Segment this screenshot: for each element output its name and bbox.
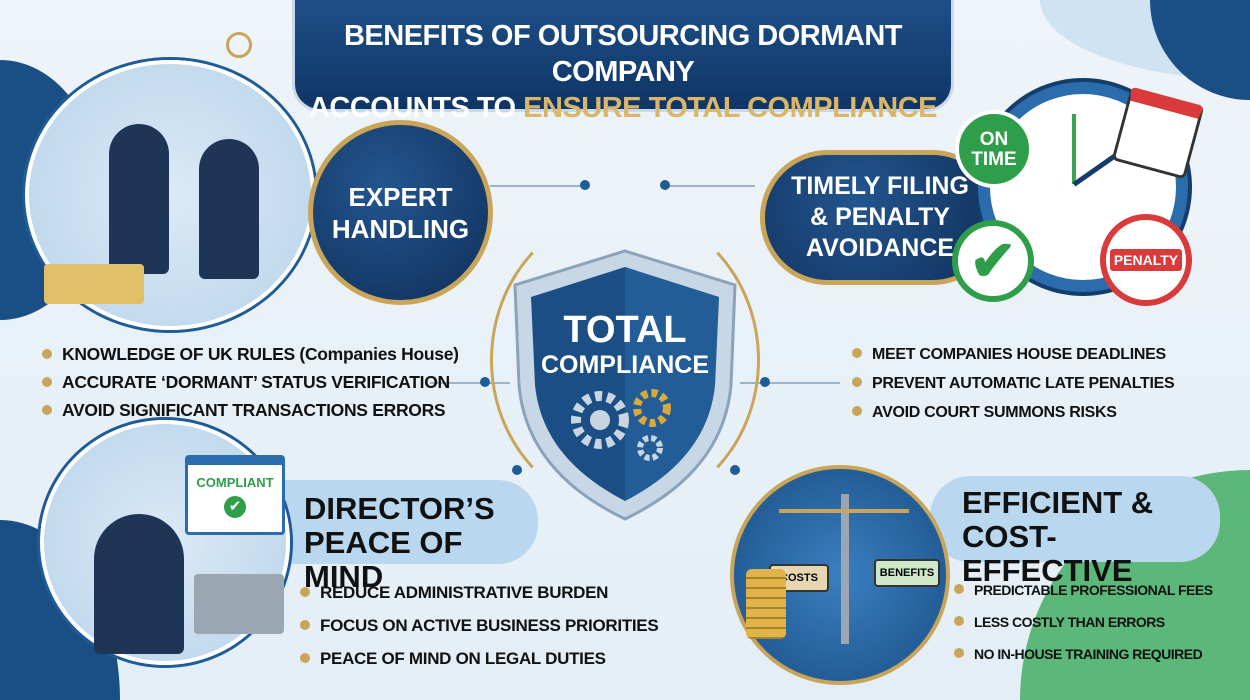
connector-node [760,377,770,387]
bullet-item: PEACE OF MIND ON LEGAL DUTIES [300,642,720,675]
gears-icon [571,389,671,461]
checkmark-icon: ✔ [224,496,246,518]
connector [490,185,585,187]
director-heading-pill: DIRECTOR’S PEACE OF MIND [268,480,538,594]
on-time-label: ON TIME [971,129,1017,170]
title-line2: ACCOUNTS TO ENSURE TOTAL COMPLIANCE [295,90,951,126]
efficient-bullets: PREDICTABLE PROFESSIONAL FEES LESS COSTL… [954,574,1246,670]
title-line1: BENEFITS OF OUTSOURCING DORMANT COMPANY [343,20,903,88]
checkmark-icon: ✔ [952,220,1034,302]
timely-heading-pill: TIMELY FILING & PENALTY AVOIDANCE [760,150,1000,285]
bullet-item: PREVENT AUTOMATIC LATE PENALTIES [852,369,1244,398]
bullet-item: FOCUS ON ACTIVE BUSINESS PRIORITIES [300,609,720,642]
connector-node [480,377,490,387]
bullet-item: NO IN-HOUSE TRAINING REQUIRED [954,638,1246,670]
penalty-label: PENALTY [1109,249,1183,271]
bullet-item: KNOWLEDGE OF UK RULES (Companies House) [42,340,482,368]
timely-bullets: MEET COMPANIES HOUSE DEADLINES PREVENT A… [852,340,1244,427]
connector-node [512,465,522,475]
compliant-label: COMPLIANT [196,475,274,490]
scale-illustration: COSTS BENEFITS [730,465,950,685]
connector-node [730,465,740,475]
bullet-item: REDUCE ADMINISTRATIVE BURDEN [300,576,720,609]
connector-node [660,180,670,190]
compliant-screen: COMPLIANT ✔ [185,455,285,535]
orbit-arc [490,210,760,510]
center-label-line2: COMPLIANCE [540,351,710,379]
efficient-heading-pill: EFFICIENT & COST-EFFECTIVE [930,476,1220,588]
efficient-heading-line1: EFFICIENT & [962,485,1154,520]
bullet-item: MEET COMPANIES HOUSE DEADLINES [852,340,1244,369]
benefits-label: BENEFITS [874,559,940,587]
connector-node [580,180,590,190]
expert-bullets: KNOWLEDGE OF UK RULES (Companies House) … [42,340,482,424]
center-label: TOTAL COMPLIANCE [505,310,745,380]
director-bullets: REDUCE ADMINISTRATIVE BURDEN FOCUS ON AC… [300,576,720,675]
penalty-badge: PENALTY [1100,214,1192,306]
background-blob [1150,0,1250,100]
bullet-item: ACCURATE ‘DORMANT’ STATUS VERIFICATION [42,368,482,396]
expert-heading: EXPERT HANDLING [331,181,470,244]
coins-icon [746,569,786,639]
title-line2-prefix: ACCOUNTS TO [308,92,524,124]
title-banner: BENEFITS OF OUTSOURCING DORMANT COMPANY … [292,0,954,124]
expert-handling-badge: EXPERT HANDLING [308,120,493,305]
bullet-item: LESS COSTLY THAN ERRORS [954,606,1246,638]
bullet-item: AVOID SIGNIFICANT TRANSACTIONS ERRORS [42,396,482,424]
connector [665,185,755,187]
bullet-item: PREDICTABLE PROFESSIONAL FEES [954,574,1246,606]
timely-heading: TIMELY FILING & PENALTY AVOIDANCE [791,172,969,262]
director-heading-line1: DIRECTOR’S [304,491,495,526]
on-time-badge: ON TIME [955,110,1033,188]
shield-icon [513,249,737,521]
connector [740,382,840,384]
center-label-line1: TOTAL [563,309,687,351]
office-illustration [25,60,315,330]
title-highlight: ENSURE TOTAL COMPLIANCE [523,92,938,124]
bullet-item: AVOID COURT SUMMONS RISKS [852,398,1244,427]
decor-ring [226,32,252,58]
